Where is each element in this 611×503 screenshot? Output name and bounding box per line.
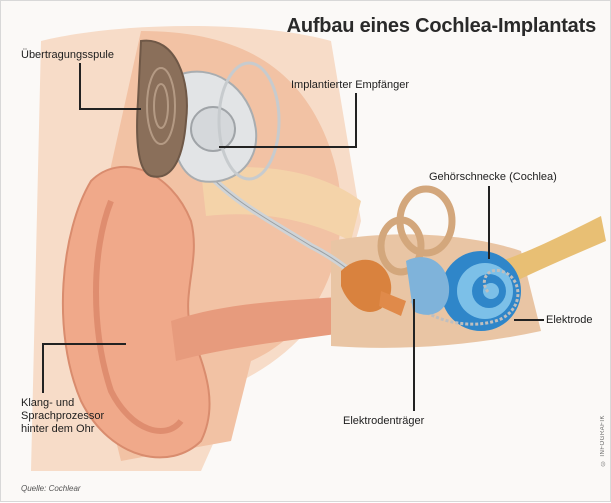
label-coil: Übertragungsspule [21,49,114,62]
label-cochlea: Gehörschnecke (Cochlea) [429,171,557,184]
label-receiver: Implantierter Empfänger [291,79,409,92]
label-processor: Klang- und Sprachprozessor hinter dem Oh… [21,397,104,436]
label-electrode-carrier: Elektrodenträger [343,415,424,428]
label-electrode: Elektrode [546,314,592,327]
copyright-note: © INFOGRAFIK [600,415,606,465]
receiver-magnet [191,107,235,151]
diagram-title: Aufbau eines Cochlea-Implantats [287,15,596,38]
source-note: Quelle: Cochlear [21,484,81,493]
